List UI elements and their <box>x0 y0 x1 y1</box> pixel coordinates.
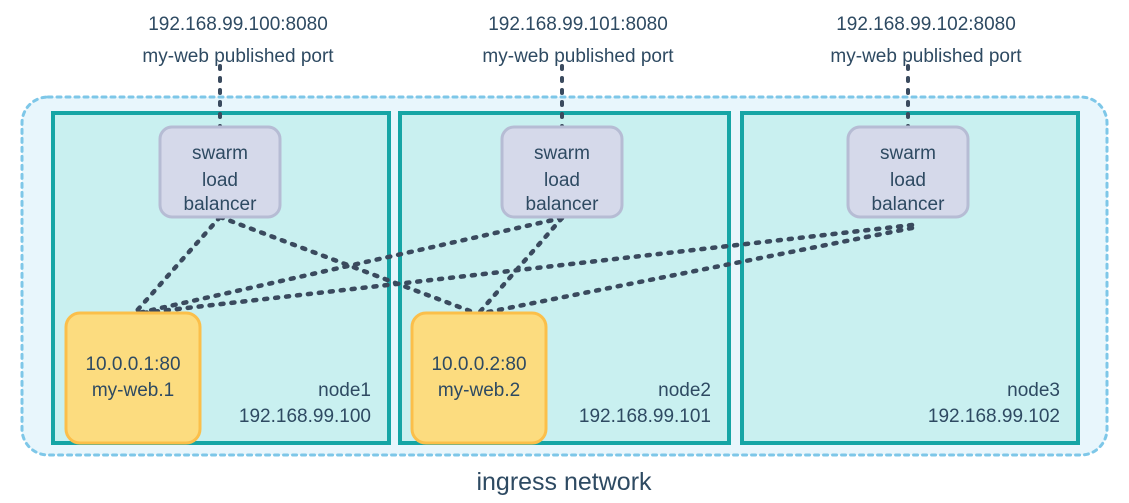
swarm-lb-3-line3: balancer <box>872 194 946 215</box>
published-port-caption-2: my-web published port <box>482 46 674 67</box>
task-1-address: 10.0.0.1:80 <box>85 354 180 375</box>
route-lb3-to-task2-dotted-line <box>475 225 915 317</box>
task-1-name: my-web.1 <box>92 380 174 401</box>
swarm-load-balancer-box-2[interactable] <box>500 125 624 219</box>
task-2-name: my-web.2 <box>438 380 520 401</box>
published-port-caption-3: my-web published port <box>830 46 1022 67</box>
node3-ip: 192.168.99.102 <box>928 406 1060 427</box>
task-box-my-web-2[interactable] <box>410 311 548 445</box>
swarm-lb-2-line1: swarm <box>534 143 590 164</box>
swarm-load-balancer-box-3[interactable] <box>846 125 970 219</box>
swarm-lb-2-line2: load <box>544 170 580 191</box>
node1-ip: 192.168.99.100 <box>239 406 371 427</box>
swarm-lb-1-line3: balancer <box>184 194 258 215</box>
published-port-address-3: 192.168.99.102:8080 <box>836 14 1016 35</box>
route-lb3-to-task1-dotted-line <box>131 222 915 317</box>
swarm-lb-1-line2: load <box>202 170 238 191</box>
route-lb2-to-task1-dotted-line <box>131 215 565 317</box>
route-lb2-to-task2-dotted-line <box>475 215 565 317</box>
published-port-address-1: 192.168.99.100:8080 <box>148 14 328 35</box>
published-port-caption-1: my-web published port <box>142 46 334 67</box>
ingress-network-label: ingress network <box>476 468 652 496</box>
node3-name: node3 <box>1007 380 1060 401</box>
task-box-my-web-1[interactable] <box>64 311 202 445</box>
node2-name: node2 <box>658 380 711 401</box>
swarm-lb-3-line1: swarm <box>880 143 936 164</box>
published-port-address-2: 192.168.99.101:8080 <box>488 14 668 35</box>
node1-name: node1 <box>318 380 371 401</box>
route-lb1-to-task2-dotted-line <box>217 214 481 317</box>
swarm-load-balancer-box-1[interactable] <box>158 125 282 219</box>
task-2-address: 10.0.0.2:80 <box>431 354 526 375</box>
swarm-lb-1-line1: swarm <box>192 143 248 164</box>
node2-ip: 192.168.99.101 <box>579 406 711 427</box>
swarm-lb-2-line3: balancer <box>526 194 600 215</box>
swarm-lb-3-line2: load <box>890 170 926 191</box>
route-lb1-to-task1-dotted-line <box>131 214 223 317</box>
